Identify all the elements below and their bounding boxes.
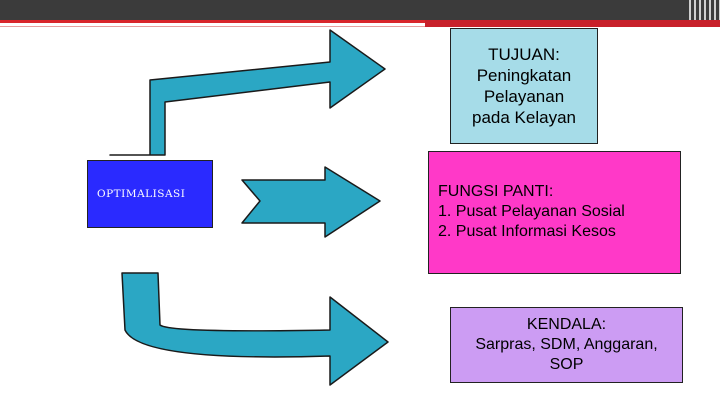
slide-top-bar <box>0 0 720 20</box>
kendala-box: KENDALA: Sarpras, SDM, Anggaran, SOP <box>450 307 683 383</box>
tujuan-box: TUJUAN: Peningkatan Pelayanan pada Kelay… <box>450 28 598 144</box>
arrow-to-kendala <box>121 272 389 386</box>
fungsi-item: 2. Pusat Informasi Kesos <box>438 223 616 240</box>
kendala-title: KENDALA: <box>526 316 607 333</box>
arrow-to-fungsi <box>241 166 381 238</box>
slide-corner-marks <box>686 0 720 20</box>
kendala-text: Sarpras, SDM, Anggaran, SOP <box>475 336 658 373</box>
optimalisasi-box: OPTIMALISASI <box>87 160 213 228</box>
arrow-to-tujuan <box>109 29 386 156</box>
slide-accent-band <box>425 20 720 27</box>
fungsi-item: 1. Pusat Pelayanan Sosial <box>438 203 625 220</box>
tujuan-text: Peningkatan Pelayanan pada Kelayan <box>472 66 576 127</box>
optimalisasi-label: OPTIMALISASI <box>97 188 186 200</box>
fungsi-box: FUNGSI PANTI: 1. Pusat Pelayanan Sosial … <box>428 151 681 274</box>
slide-thin-line <box>0 26 425 27</box>
tujuan-title: TUJUAN: <box>488 45 560 64</box>
slide-accent-line <box>0 20 720 23</box>
fungsi-title: FUNGSI PANTI: <box>438 183 554 200</box>
